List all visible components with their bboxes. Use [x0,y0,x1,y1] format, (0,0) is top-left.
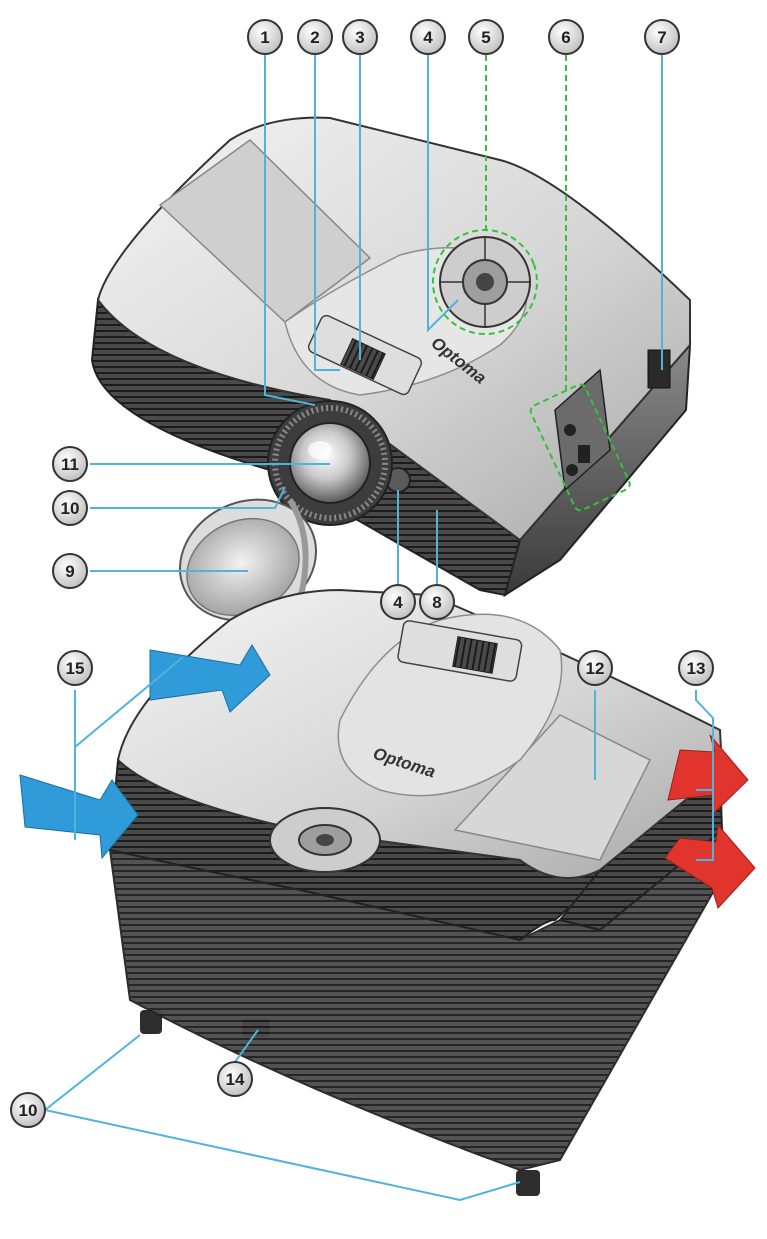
callout-badge-c12: 12 [577,650,613,686]
callout-badge-c5: 5 [468,19,504,55]
callout-badge-c6: 6 [548,19,584,55]
callout-circle [577,650,613,686]
airflow-arrows [19,644,756,909]
intake-arrow-upper [149,644,271,713]
leader-10a [90,486,286,509]
callout-number: 4 [393,593,403,612]
callout-circle [52,446,88,482]
callout-number: 8 [432,593,441,612]
callout-circle [419,584,455,620]
callout-circle [380,584,416,620]
exhaust-arrow-lower [664,823,756,909]
callout-number: 10 [19,1101,38,1120]
callout-badge-c8: 8 [419,584,455,620]
callout-badge-c13: 13 [678,650,714,686]
power-socket [647,349,671,389]
callout-circle [644,19,680,55]
callout-badge-c10a: 10 [52,490,88,526]
callout-badge-c3: 3 [342,19,378,55]
leader-10b [44,1034,141,1111]
zoom-focus-lever[interactable] [307,314,424,397]
callout-circle [468,19,504,55]
callout-badge-c10b: 10 [10,1092,46,1128]
callout-badge-c9: 9 [52,553,88,589]
leader-10c [44,1109,521,1202]
callout-badge-c15: 15 [57,650,93,686]
projector-top-view: Optoma [90,116,692,622]
callout-number: 15 [66,659,85,678]
callout-circle [217,1061,253,1097]
keypad[interactable] [439,236,531,328]
callout-circle [548,19,584,55]
callout-badge-c4b: 4 [380,584,416,620]
tilt-foot-right [516,1170,540,1196]
callout-badge-c4a: 4 [410,19,446,55]
intake-arrow-lower [19,774,139,860]
callout-badge-c2: 2 [297,19,333,55]
keypad-outline [432,229,538,335]
callout-number: 13 [687,659,706,678]
tilt-foot-left [140,1010,162,1034]
callout-circle [52,490,88,526]
callout-number: 14 [226,1070,245,1089]
callout-circle [10,1092,46,1128]
callout-number: 3 [355,28,364,47]
callout-number: 11 [61,455,79,474]
callout-number: 2 [310,28,319,47]
rear-keypad[interactable] [269,807,381,873]
callout-circle [52,553,88,589]
callout-circle [57,650,93,686]
leader-13b [696,790,714,861]
callout-circle [342,19,378,55]
rear-body-base [108,827,724,1172]
io-outline [529,383,631,512]
leader-14 [234,1029,259,1063]
callout-number: 9 [65,562,74,581]
callout-number: 4 [423,28,433,47]
rear-zoom-lever[interactable] [397,620,523,682]
leader-13 [695,690,714,791]
callout-number: 10 [61,499,80,518]
callout-number: 1 [260,28,269,47]
callout-badge-c14: 14 [217,1061,253,1097]
projector-rear-view: Optoma [108,588,724,1196]
io-panel [554,368,611,492]
lens-cap [178,498,318,622]
leader-1 [264,55,316,406]
callout-number: 5 [481,28,490,47]
leader-lines [44,55,714,1202]
leader-2 [314,55,340,371]
callout-circle [297,19,333,55]
right-side-panel [503,342,692,598]
callout-badge-c7: 7 [644,19,680,55]
dashed-leaders [432,55,631,512]
callout-circle [247,19,283,55]
callout-number: 12 [586,659,605,678]
leader-4a [427,55,459,333]
callout-number: 6 [561,28,570,47]
callout-badge-c11: 11 [52,446,88,482]
callout-badge-c1: 1 [247,19,283,55]
callout-circle [678,650,714,686]
callout-number: 7 [657,28,666,47]
callout-circle [410,19,446,55]
